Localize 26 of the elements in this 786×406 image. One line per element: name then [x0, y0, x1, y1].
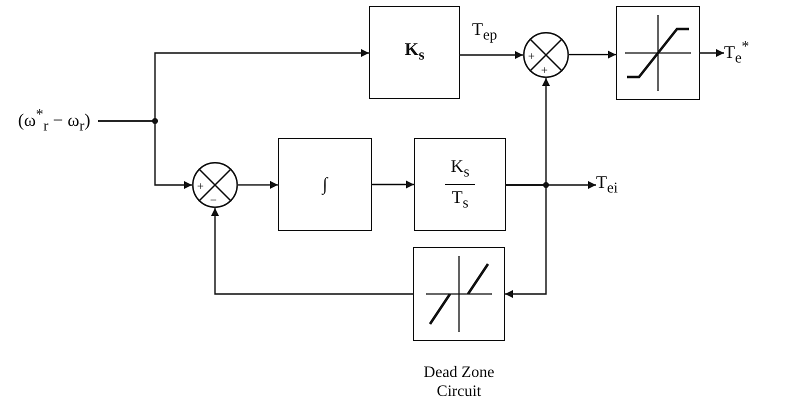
arrow: [372, 180, 414, 188]
numerator: K$_{s}$: [444, 157, 476, 184]
block-caption: Dead Zone Circuit: [422, 363, 496, 402]
arrow: [460, 51, 523, 59]
signal-label: T$_{ei}$: [596, 172, 618, 198]
denominator: T$_{s}$: [450, 188, 470, 212]
transfer-function-block: [414, 138, 506, 231]
sign-label: +: [528, 50, 535, 62]
sign-label: −: [210, 194, 217, 206]
transfer-function-block: [369, 6, 460, 99]
sign-label: +: [197, 180, 204, 192]
arrow: [211, 208, 413, 295]
gain-label: K$_{s}$: [404, 40, 424, 65]
arrow: [238, 180, 278, 189]
summing-junction: [192, 162, 238, 208]
sign-label: +: [540, 64, 548, 76]
signal-label: (ω$^{*}$$_{r}$ − ω$_{r}$): [18, 106, 90, 136]
arrow: [569, 50, 616, 59]
block: [616, 6, 700, 100]
arrow: [505, 184, 547, 298]
block: [413, 247, 505, 341]
arrow: [700, 49, 724, 57]
summing-junction: [523, 32, 569, 78]
gain-label: ∫: [322, 174, 328, 194]
arrow: [98, 120, 192, 189]
transfer-function-block: [278, 138, 372, 231]
